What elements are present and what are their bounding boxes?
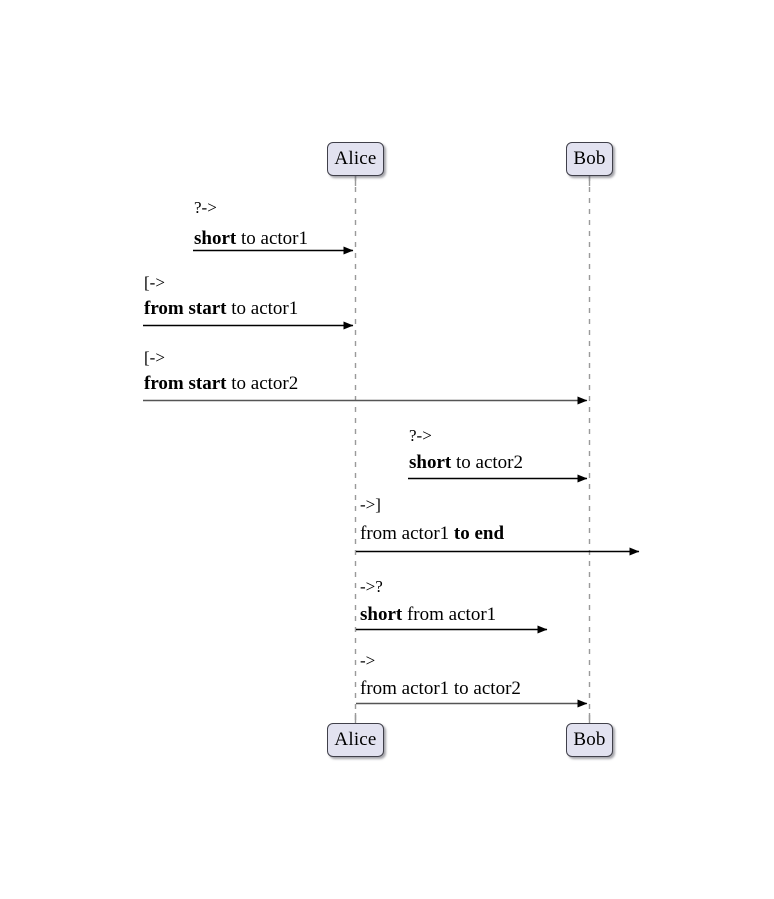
message-label-4: short to actor2 <box>409 453 523 473</box>
actor-box-bob-bottom[interactable]: Bob <box>566 723 613 757</box>
actor-box-alice-top[interactable]: Alice <box>327 142 384 176</box>
actor-label-bob-top: Bob <box>573 147 606 169</box>
message-label-3-part-0: from start <box>144 373 227 394</box>
message-label-1-part-1: to actor1 <box>236 228 308 249</box>
actor-label-alice-top: Alice <box>334 147 377 169</box>
message-label-7: from actor1 to actor2 <box>360 679 521 699</box>
message-label-7-part-0: from actor1 to actor2 <box>360 678 521 699</box>
message-tag-1: ?-> <box>194 198 217 217</box>
message-tag-4: ?-> <box>409 426 432 445</box>
message-label-1: short to actor1 <box>194 229 308 249</box>
message-tag-5: ->] <box>360 495 381 514</box>
actor-box-bob-top[interactable]: Bob <box>566 142 613 176</box>
actor-box-alice-bottom[interactable]: Alice <box>327 723 384 757</box>
message-label-4-part-1: to actor2 <box>451 452 523 473</box>
message-label-2-part-1: to actor1 <box>226 298 299 319</box>
message-tag-2: [-> <box>144 273 165 292</box>
message-label-3: from start to actor2 <box>144 374 298 394</box>
message-tag-3: [-> <box>144 348 165 367</box>
actor-label-bob-bottom: Bob <box>573 728 606 750</box>
actor-label-alice-bottom: Alice <box>334 728 377 750</box>
message-label-6-part-0: short <box>360 604 403 625</box>
message-label-2: from start to actor1 <box>144 299 298 319</box>
message-tag-6: ->? <box>360 577 383 596</box>
message-label-3-part-1: to actor2 <box>226 373 299 394</box>
message-label-5-part-0: from actor1 <box>360 523 454 544</box>
message-label-5-part-1: to end <box>453 523 505 544</box>
message-label-1-part-0: short <box>194 228 237 249</box>
message-label-2-part-0: from start <box>144 298 227 319</box>
message-label-5: from actor1 to end <box>360 524 504 544</box>
message-label-4-part-0: short <box>409 452 452 473</box>
message-tag-7: -> <box>360 651 376 670</box>
message-label-6: short from actor1 <box>360 605 496 625</box>
message-label-6-part-1: from actor1 <box>402 604 497 625</box>
